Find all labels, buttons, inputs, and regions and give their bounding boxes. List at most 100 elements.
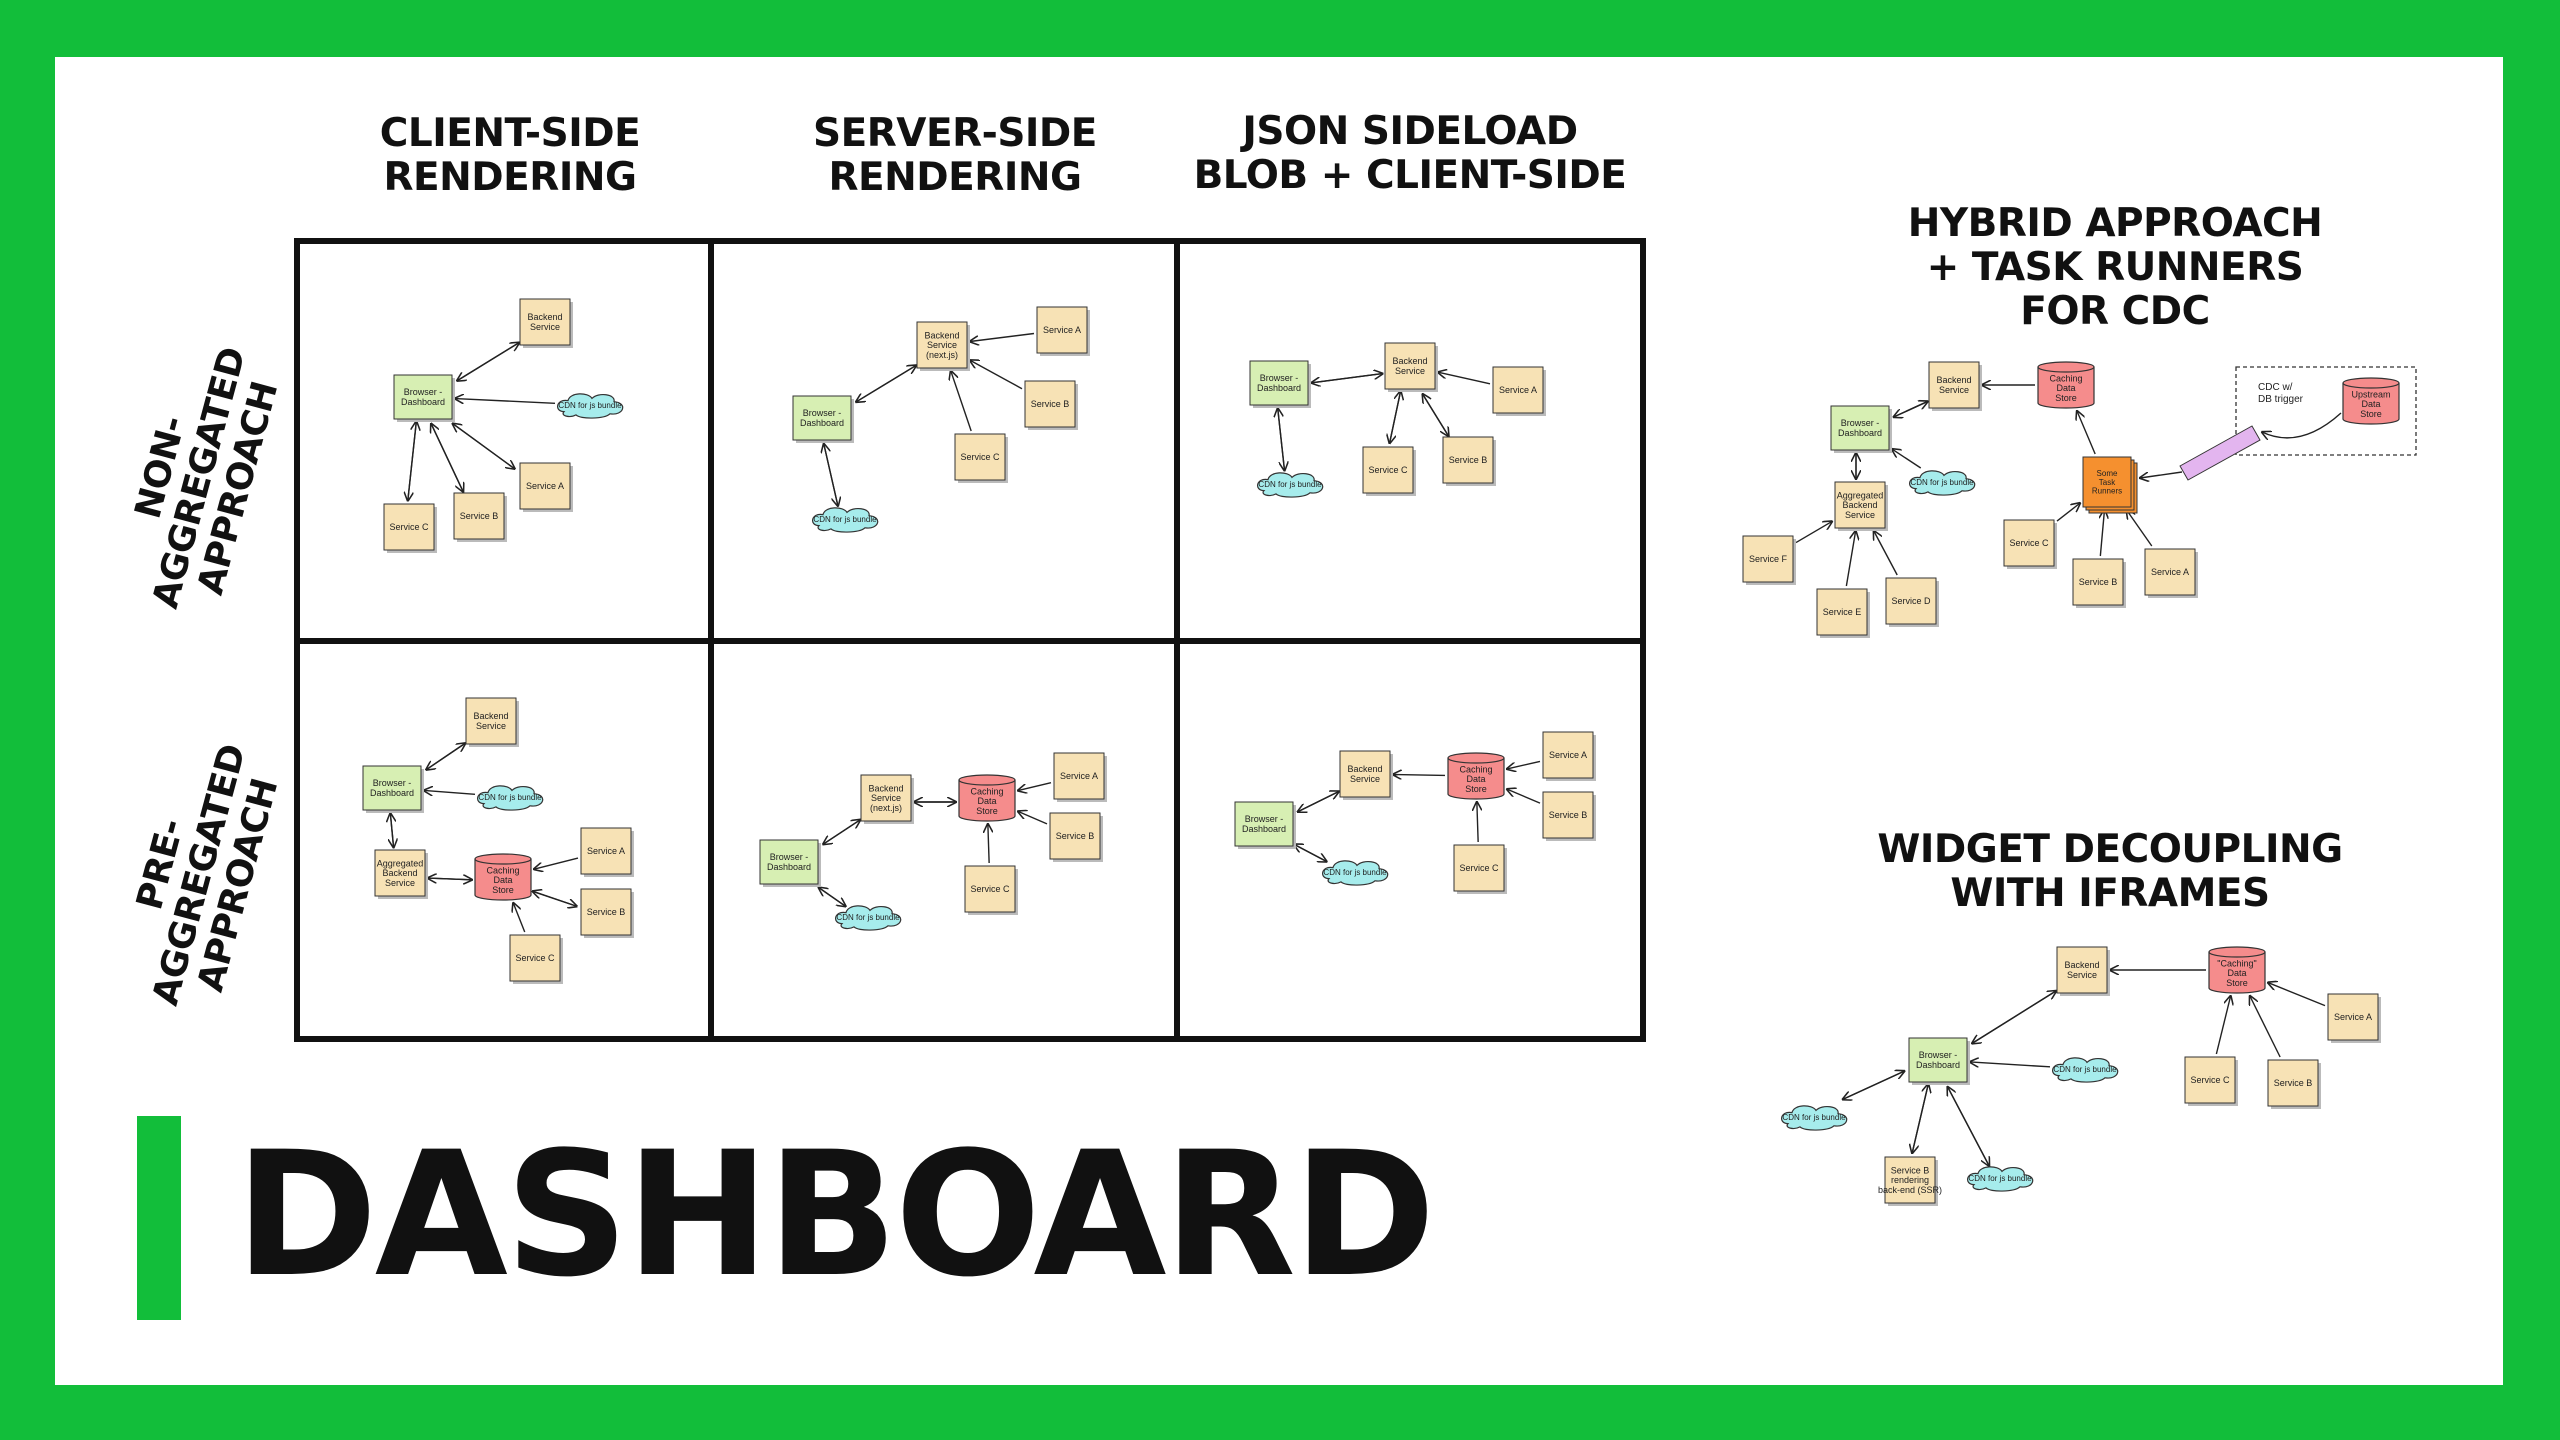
cylinder-top	[958, 774, 1016, 786]
node-label: CDN for js bundle	[813, 515, 877, 524]
cloud-shape	[835, 905, 902, 931]
node-label: Service A	[587, 846, 625, 856]
node-box	[519, 298, 571, 346]
dependency-arrow	[1507, 789, 1541, 804]
node-label: Service B	[2274, 1078, 2313, 1088]
dependency-arrow	[855, 365, 916, 403]
node-box	[2267, 1059, 2319, 1107]
dependency-arrow	[1970, 1062, 2051, 1068]
dependency-arrow	[2127, 510, 2153, 547]
dependency-arrow	[1277, 408, 1285, 470]
browser-node-browser-dashboard: Browser -Dashboard	[792, 395, 854, 443]
node-label: Service A	[2151, 567, 2189, 577]
node-label: Service B	[587, 907, 626, 917]
dependency-arrow	[390, 813, 393, 848]
backend-node-service-b: Service B	[1024, 380, 1078, 430]
cloud-shape	[812, 507, 879, 533]
browser-node-browser-dashboard: Browser -Dashboard	[1234, 801, 1296, 849]
dependency-arrow	[2100, 510, 2104, 557]
cdc-arrow-in	[2262, 412, 2342, 438]
dependency-arrow	[455, 399, 556, 405]
node-label: CDN for js bundle	[1782, 1113, 1846, 1122]
node-label: Service C	[2190, 1075, 2230, 1085]
node-box	[1834, 481, 1886, 529]
node-box	[580, 827, 632, 875]
node-box	[1442, 436, 1494, 484]
node-box	[1816, 588, 1868, 636]
browser-node-browser-dashboard: Browser -Dashboard	[759, 839, 821, 887]
dependency-arrow	[425, 743, 465, 771]
dependency-arrow	[1311, 374, 1383, 384]
node-box	[1049, 812, 1101, 860]
dependency-arrow	[456, 343, 519, 382]
backend-node-service-b: Service B	[1442, 436, 1496, 486]
cloud-shape	[1781, 1105, 1848, 1131]
node-label: Service C	[960, 452, 1000, 462]
node-label: Service E	[1823, 607, 1862, 617]
page-title: DASHBOARD	[235, 1114, 1436, 1315]
backend-node-service-b: Service B	[453, 492, 507, 542]
cdn-node-cdn-for-js-bundle: CDN for js bundle	[812, 507, 879, 533]
backend-node-service-c: Service C	[509, 934, 563, 984]
node-box	[2144, 548, 2196, 596]
node-label: Service B	[1056, 831, 1095, 841]
backend-node-service-f: Service F	[1742, 535, 1796, 585]
slide-canvas	[55, 57, 2503, 1385]
browser-node-browser-dashboard: Browser -Dashboard	[1908, 1037, 1970, 1085]
grid-divider-1	[708, 238, 714, 1042]
node-box	[1234, 801, 1294, 847]
backend-node-service-d: Service D	[1885, 577, 1939, 627]
dependency-arrow	[1422, 393, 1449, 436]
dependency-arrow	[513, 903, 526, 933]
dependency-arrow	[1393, 775, 1446, 776]
grid-border-middle	[294, 638, 1646, 644]
cloud-shape	[1322, 860, 1389, 886]
cylinder-top	[2208, 946, 2266, 958]
cylinder-body	[2208, 952, 2266, 994]
dependency-arrow	[2077, 411, 2096, 455]
node-label: Service A	[1549, 750, 1587, 760]
node-box	[1249, 360, 1309, 406]
backend-node-service-c: Service C	[2184, 1056, 2238, 1106]
node-box	[860, 774, 912, 822]
cdn-node-cdn-for-js-bundle: CDN for js bundle	[1781, 1105, 1848, 1131]
dependency-arrow	[408, 421, 418, 501]
backend-node-service-c: Service C	[1362, 446, 1416, 496]
node-box	[1053, 752, 1105, 800]
node-box	[509, 934, 561, 982]
node-label: Browser -Dashboard	[1257, 373, 1301, 393]
cylinder-body	[2037, 367, 2095, 409]
cylinder-top	[474, 853, 532, 865]
node-label: CDN for js bundle	[478, 793, 542, 802]
node-box	[2184, 1056, 2236, 1104]
node-label: Service B	[1449, 455, 1488, 465]
dependency-arrow	[1477, 802, 1478, 843]
backend-node-service-b: Service B	[1542, 791, 1596, 841]
dependency-arrow	[970, 360, 1023, 390]
dependency-arrow	[1507, 760, 1541, 769]
node-label: Browser -Dashboard	[370, 778, 414, 798]
node-box	[2056, 946, 2108, 994]
node-box	[1453, 844, 1505, 892]
node-label: Service D	[1891, 596, 1931, 606]
node-label: Service C	[1459, 863, 1499, 873]
backend-node-service-a: Service A	[1492, 366, 1546, 416]
node-label: Service A	[1043, 325, 1081, 335]
